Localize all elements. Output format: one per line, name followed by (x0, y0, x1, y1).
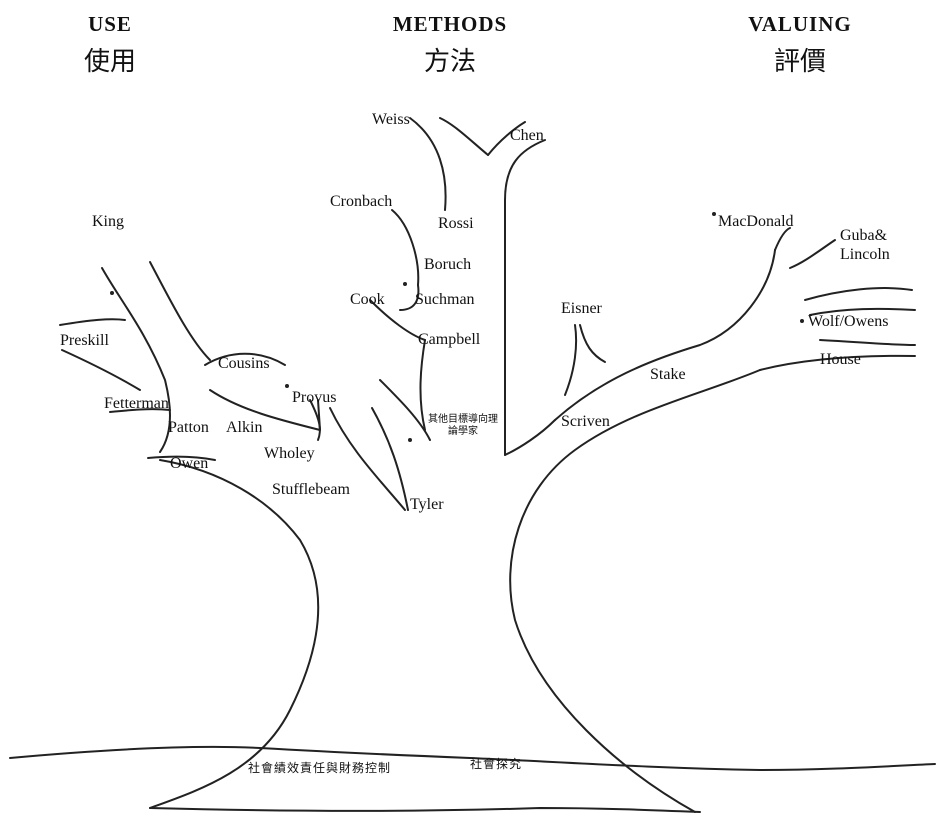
trunk-base (150, 808, 700, 812)
fetterman-branch (62, 350, 140, 390)
dot-marker (403, 282, 407, 286)
use-header-zh: 使用 (0, 41, 230, 78)
guba-branch (790, 240, 835, 268)
macdonald-branch (775, 228, 790, 250)
house-lower (820, 340, 915, 345)
valuing-header-en: VALUING (680, 12, 920, 37)
trunk-right (510, 370, 760, 812)
name-rossi: Rossi (438, 216, 474, 232)
name-cronbach: Cronbach (330, 194, 392, 210)
valuing-header-zh: 評價 (680, 41, 920, 78)
name-campbell: Campbell (418, 332, 480, 348)
name-wolf-owens: Wolf/Owens (808, 314, 888, 330)
dot-marker (712, 212, 716, 216)
use-header: USE 使用 (0, 12, 230, 78)
name-provus: Provus (292, 390, 336, 406)
dot-marker (408, 438, 412, 442)
name-owen: Owen (170, 456, 208, 472)
name-alkin: Alkin (226, 420, 262, 436)
valuing-main (555, 250, 775, 420)
name-chen: Chen (510, 128, 544, 144)
chen-weiss-fork (440, 118, 488, 155)
name-stufflebeam: Stufflebeam (272, 482, 350, 498)
name-macdonald: MacDonald (718, 214, 794, 230)
root-right-label: 社會探究 (470, 758, 522, 770)
name-cook: Cook (350, 292, 385, 308)
dot-marker (800, 319, 804, 323)
eisner-branch (580, 325, 605, 362)
preskill-branch (60, 319, 125, 325)
campbell-branch (420, 340, 425, 430)
methods-header-en: METHODS (330, 12, 570, 37)
name-tyler: Tyler (410, 497, 444, 513)
valuing-header: VALUING 評價 (680, 12, 920, 78)
name-fetterman: Fetterman (104, 396, 169, 412)
weiss-branch (410, 118, 446, 210)
name-weiss: Weiss (372, 112, 410, 128)
use-branch-second (150, 262, 210, 360)
name-patton: Patton (168, 420, 209, 436)
root-left-label: 社會績效責任與財務控制 (248, 762, 391, 774)
name-eisner: Eisner (561, 301, 602, 317)
name-guba-lincoln: Guba& Lincoln (840, 226, 910, 264)
name-boruch: Boruch (424, 257, 471, 273)
use-branch-main (102, 268, 170, 452)
dot-marker (110, 291, 114, 295)
tyler-branch-b (372, 408, 408, 510)
methods-header-zh: 方法 (330, 41, 570, 78)
dot-marker (285, 384, 289, 388)
rossi-branch (392, 210, 418, 285)
name-scriven: Scriven (561, 414, 610, 430)
name-house: House (820, 352, 861, 368)
name-suchman: Suchman (415, 292, 475, 308)
name-stake: Stake (650, 367, 686, 383)
name-cousins: Cousins (218, 356, 270, 372)
wolf-branch (805, 288, 912, 300)
trunk-left (150, 460, 318, 808)
name-wholey: Wholey (264, 446, 315, 462)
scriven-branch (565, 325, 576, 395)
methods-header: METHODS 方法 (330, 12, 570, 78)
name-king: King (92, 214, 124, 230)
use-header-en: USE (0, 12, 230, 37)
methods-stem (505, 140, 545, 455)
name-other-theorists: 其他目標導向理論學家 (428, 414, 498, 438)
name-preskill: Preskill (60, 333, 109, 349)
methods-stem-right (505, 420, 555, 455)
